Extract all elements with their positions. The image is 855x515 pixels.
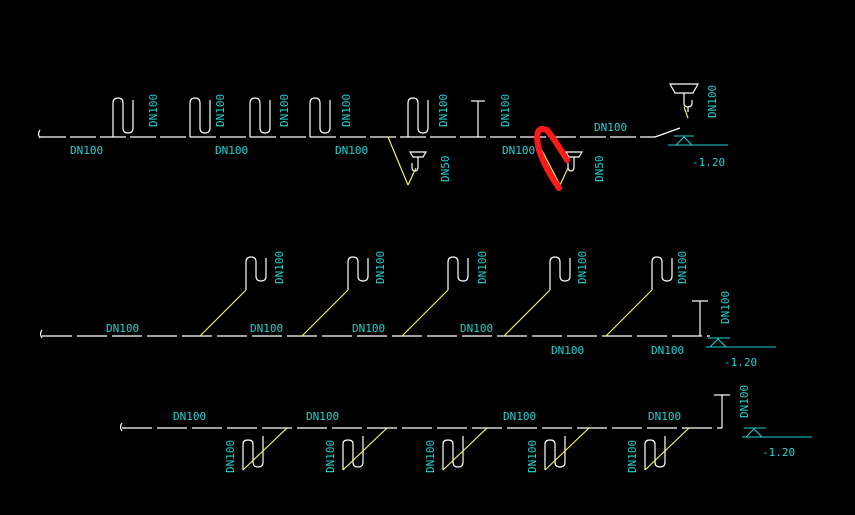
- u-trap-riser: [309, 97, 331, 137]
- riser-size-label: DN100: [738, 385, 751, 418]
- riser-size-label: DN100: [526, 440, 539, 473]
- pipe-size-label: DN100: [648, 410, 681, 423]
- pipe-size-label: DN100: [215, 144, 248, 157]
- u-trap-riser: [342, 436, 364, 470]
- pipe-size-label: DN100: [594, 121, 627, 134]
- elevation-label: -1.20: [692, 156, 725, 169]
- pipe-size-label: DN100: [352, 322, 385, 335]
- u-trap-riser: [347, 256, 369, 290]
- row2-system: [39, 256, 710, 339]
- elevation-marker: [706, 337, 776, 348]
- u-trap-riser: [544, 436, 566, 470]
- u-trap-riser: [242, 436, 264, 470]
- riser-size-label: DN100: [499, 94, 512, 127]
- riser-size-label: DN100: [626, 440, 639, 473]
- drain-size-label: DN50: [593, 156, 606, 183]
- u-trap-riser: [249, 97, 271, 137]
- pipe-size-label: DN100: [306, 410, 339, 423]
- pipe-size-label: DN100: [250, 322, 283, 335]
- pipe-size-label: DN100: [173, 410, 206, 423]
- pipe-end-cap: [119, 422, 123, 432]
- riser-size-label: DN100: [224, 440, 237, 473]
- row3-branches: [242, 427, 690, 471]
- elevation-label: -1.20: [762, 446, 795, 459]
- labels: DN100 DN100 DN100 DN100 DN100 DN100 DN10…: [70, 85, 795, 473]
- pipe-size-label: DN100: [651, 344, 684, 357]
- u-trap-riser: [549, 256, 571, 290]
- elevation-label: -1.20: [724, 356, 757, 369]
- pipe-end-cap: [37, 129, 41, 139]
- elevation-marker: [742, 427, 812, 438]
- u-trap-riser: [644, 436, 666, 470]
- riser-size-label: DN100: [424, 440, 437, 473]
- riser-size-label: DN100: [576, 251, 589, 284]
- pipe-size-label: DN100: [335, 144, 368, 157]
- riser-size-label: DN100: [340, 94, 353, 127]
- riser-size-label: DN100: [719, 291, 732, 324]
- u-trap-riser: [245, 256, 267, 290]
- wash-basin: [668, 83, 700, 112]
- u-trap-riser: [651, 256, 673, 290]
- row2-branches: [199, 289, 653, 337]
- riser-size-label: DN100: [476, 251, 489, 284]
- riser-size-label: DN100: [324, 440, 337, 473]
- elevation-marker: [668, 135, 728, 146]
- riser-size-label: DN100: [214, 94, 227, 127]
- riser-size-label: DN100: [437, 94, 450, 127]
- u-trap-riser: [189, 97, 211, 137]
- riser-size-label: DN100: [278, 94, 291, 127]
- pipe-size-label: DN100: [106, 322, 139, 335]
- floor-drain: [408, 151, 428, 172]
- u-trap-riser: [407, 97, 429, 137]
- pipe-size-label: DN100: [70, 144, 103, 157]
- riser-size-label: DN100: [676, 251, 689, 284]
- pipe-size-label: DN100: [551, 344, 584, 357]
- pipe-end-cap: [39, 329, 43, 339]
- pipe-size-label: DN100: [503, 410, 536, 423]
- u-trap-riser: [112, 97, 134, 137]
- markup-annotation: [534, 126, 570, 191]
- riser-size-label: DN100: [273, 251, 286, 284]
- row3-system: [119, 394, 730, 470]
- drain-size-label: DN50: [439, 156, 452, 183]
- riser-size-label: DN100: [374, 251, 387, 284]
- riser-size-label: DN100: [706, 85, 719, 118]
- u-trap-riser: [442, 436, 464, 470]
- u-trap-riser: [447, 256, 469, 290]
- pipe-size-label: DN100: [502, 144, 535, 157]
- row1-branches: [387, 106, 689, 186]
- riser-size-label: DN100: [147, 94, 160, 127]
- pipe-size-label: DN100: [460, 322, 493, 335]
- main-pipe-slope: [654, 127, 681, 138]
